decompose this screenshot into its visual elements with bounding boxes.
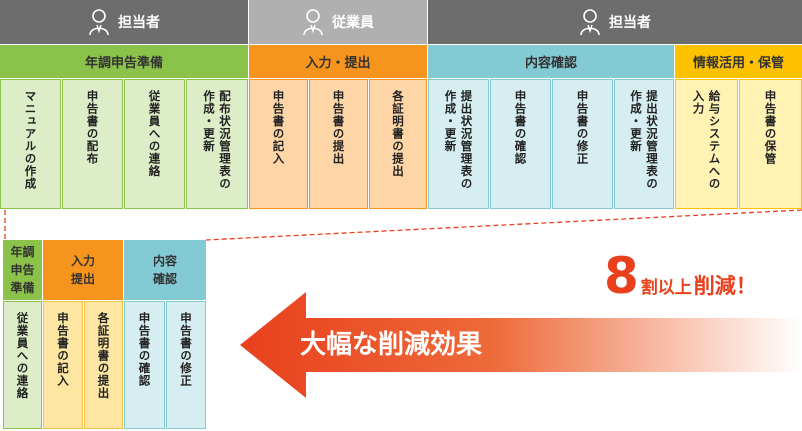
reduction-unit: 割以上	[640, 278, 692, 298]
task-cell: 給与システムへの 入力	[675, 79, 738, 209]
reduction-emphasis: 削減！	[693, 274, 757, 298]
role-label: 担当者	[118, 15, 160, 31]
phase-store: 情報活用・保管	[675, 45, 802, 78]
role-header-staff-2: 担当者	[428, 0, 802, 44]
task-cell: 各証明書の提出	[369, 79, 427, 209]
task-cell: 申告書の確認	[490, 79, 551, 209]
task-cell: 提出状況管理表の 作成・更新	[428, 79, 489, 209]
role-header-staff: 担当者	[0, 0, 248, 44]
task-cell: 申告書の記入	[249, 79, 308, 209]
person-icon	[580, 9, 600, 36]
task-cell: 従業員への連絡	[124, 79, 185, 209]
task-cell: 申告書の修正	[552, 79, 613, 209]
after-phase-check: 内容 確認	[124, 240, 206, 300]
task-cell: 提出状況管理表の 作成・更新	[614, 79, 674, 209]
task-cell: マニュアルの作成	[0, 79, 61, 209]
phase-input: 入力・提出	[249, 45, 427, 78]
after-task-cell: 各証明書の提出	[84, 301, 123, 429]
reduction-number: 8	[604, 247, 639, 305]
zoom-connector	[4, 209, 802, 241]
after-phase-input: 入力 提出	[43, 240, 123, 300]
person-icon	[303, 9, 323, 36]
task-cell: 申告書の提出	[309, 79, 368, 209]
after-task-cell: 申告書の修正	[166, 301, 206, 429]
role-label: 従業員	[332, 15, 374, 31]
person-icon	[89, 9, 109, 36]
after-task-cell: 従業員への連絡	[3, 301, 42, 429]
reduction-arrow	[240, 292, 802, 398]
role-header-employee: 従業員	[249, 0, 427, 44]
task-cell: 申告書の配布	[62, 79, 123, 209]
phase-prep: 年調申告準備	[0, 45, 248, 78]
arrow-label: 大幅な削減効果	[300, 330, 483, 360]
task-cell: 配布状況管理表の 作成・更新	[186, 79, 248, 209]
role-label: 担当者	[609, 15, 651, 31]
after-phase-prep: 年調 申告 準備	[3, 240, 42, 300]
task-cell: 申告書の保管	[739, 79, 802, 209]
after-task-cell: 申告書の記入	[43, 301, 83, 429]
phase-check: 内容確認	[428, 45, 674, 78]
reduction-text: 8 割以上 削減！	[604, 248, 802, 308]
after-task-cell: 申告書の確認	[124, 301, 165, 429]
